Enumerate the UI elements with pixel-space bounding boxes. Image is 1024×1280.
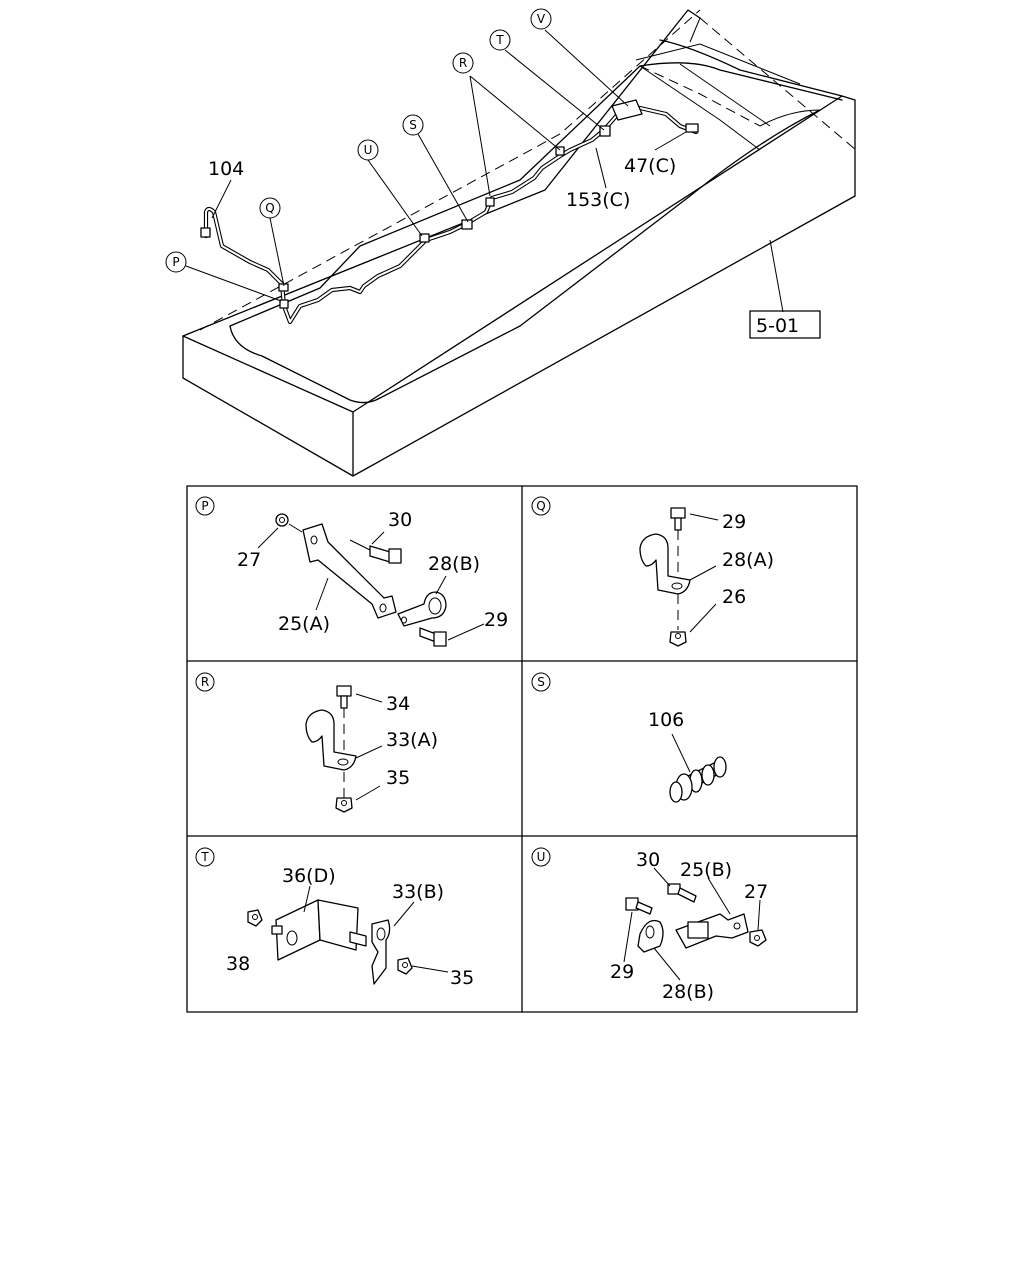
panel-t-part-3: 38 [226,953,250,975]
detail-panel-s: S 106 [531,672,727,803]
ref-box [749,310,821,339]
frame-drawing [182,9,857,477]
panel-p-part-3: 28(B) [428,553,480,575]
panel-r-part-1: 34 [386,693,410,715]
callout-q: Q [259,197,281,219]
callout-t: T [489,29,511,51]
callout-p-text: P [172,255,179,269]
callout-v: V [530,8,552,30]
panel-r-part-2: 33(A) [386,729,438,751]
panel-u-part-2: 25(B) [680,859,732,881]
panel-s-part-1: 106 [648,709,684,731]
panel-p-part-1: 27 [237,549,261,571]
detail-grid [186,485,858,1013]
panel-q-part-2: 28(A) [722,549,774,571]
detail-panel-r: R 34 33(A) 35 [195,672,438,813]
panel-p-part-5: 29 [484,609,508,631]
callout-s: S [402,114,424,136]
panel-u-part-3: 27 [744,881,768,903]
panel-p-part-2: 30 [388,509,412,531]
panel-t-part-2: 33(B) [392,881,444,903]
label-pipe-47c: 47(C) [624,155,676,177]
callout-p: P [165,251,187,273]
panel-r-id: R [201,675,209,689]
detail-panel-q: Q 29 28(A) 26 [531,496,774,647]
panel-s-id: S [537,675,545,689]
panel-r-part-3: 35 [386,767,410,789]
panel-u-part-5: 28(B) [662,981,714,1003]
panel-q-part-1: 29 [722,511,746,533]
panel-p-id: P [201,499,208,513]
callout-r: R [452,52,474,74]
panel-p-part-4: 25(A) [278,613,330,635]
panel-t-id: T [200,850,209,864]
panel-q-id: Q [536,499,545,513]
detail-panel-t: T 36(D) 33(B) 38 35 [195,847,474,989]
label-pipe-104: 104 [208,158,244,180]
callout-u-text: U [364,143,373,157]
label-pipe-153c: 153(C) [566,189,630,211]
callout-q-text: Q [265,201,274,215]
panel-t-part-1: 36(D) [282,865,336,887]
detail-panel-u: U 30 25(B) 27 29 28(B) [531,847,768,1003]
ref-box-label: 5-01 [756,315,799,337]
panel-u-id: U [537,850,546,864]
panel-q-part-3: 26 [722,586,746,608]
panel-u-part-1: 30 [636,849,660,871]
callout-u: U [357,139,379,161]
callout-s-text: S [409,118,417,132]
callout-t-text: T [495,33,504,47]
callout-v-text: V [537,12,546,26]
panel-u-part-4: 29 [610,961,634,983]
fuel-pipe-assembly [185,29,784,325]
overview-callouts: P Q U S R T V [165,8,552,273]
panel-t-part-4: 35 [450,967,474,989]
callout-r-text: R [459,56,467,70]
detail-panel-p: P 27 30 28(B) 25(A) 29 [195,496,508,647]
